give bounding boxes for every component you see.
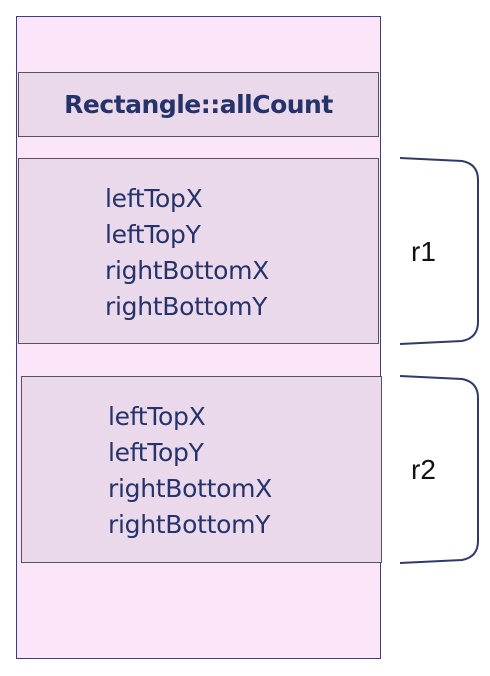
object-label-r1: r1 [411, 236, 436, 267]
field-left-top-x: leftTopX [105, 184, 203, 213]
field-right-bottom-x: rightBottomX [108, 474, 272, 503]
field-right-bottom-y: rightBottomY [108, 510, 271, 539]
field-left-top-x: leftTopX [108, 402, 206, 431]
field-right-bottom-x: rightBottomX [105, 256, 269, 285]
object-box-r1: leftTopX leftTopY rightBottomX rightBott… [18, 158, 379, 344]
static-member-label: Rectangle::allCount [64, 90, 333, 119]
field-list: leftTopX leftTopY rightBottomX rightBott… [108, 399, 272, 543]
field-left-top-y: leftTopY [105, 220, 201, 249]
field-list: leftTopX leftTopY rightBottomX rightBott… [105, 181, 269, 325]
object-box-r2: leftTopX leftTopY rightBottomX rightBott… [21, 376, 382, 563]
object-label-r2: r2 [411, 454, 436, 485]
static-member-box: Rectangle::allCount [18, 72, 379, 137]
field-left-top-y: leftTopY [108, 438, 204, 467]
bracket-r1 [399, 157, 479, 345]
bracket-r2 [399, 375, 479, 564]
field-right-bottom-y: rightBottomY [105, 292, 268, 321]
